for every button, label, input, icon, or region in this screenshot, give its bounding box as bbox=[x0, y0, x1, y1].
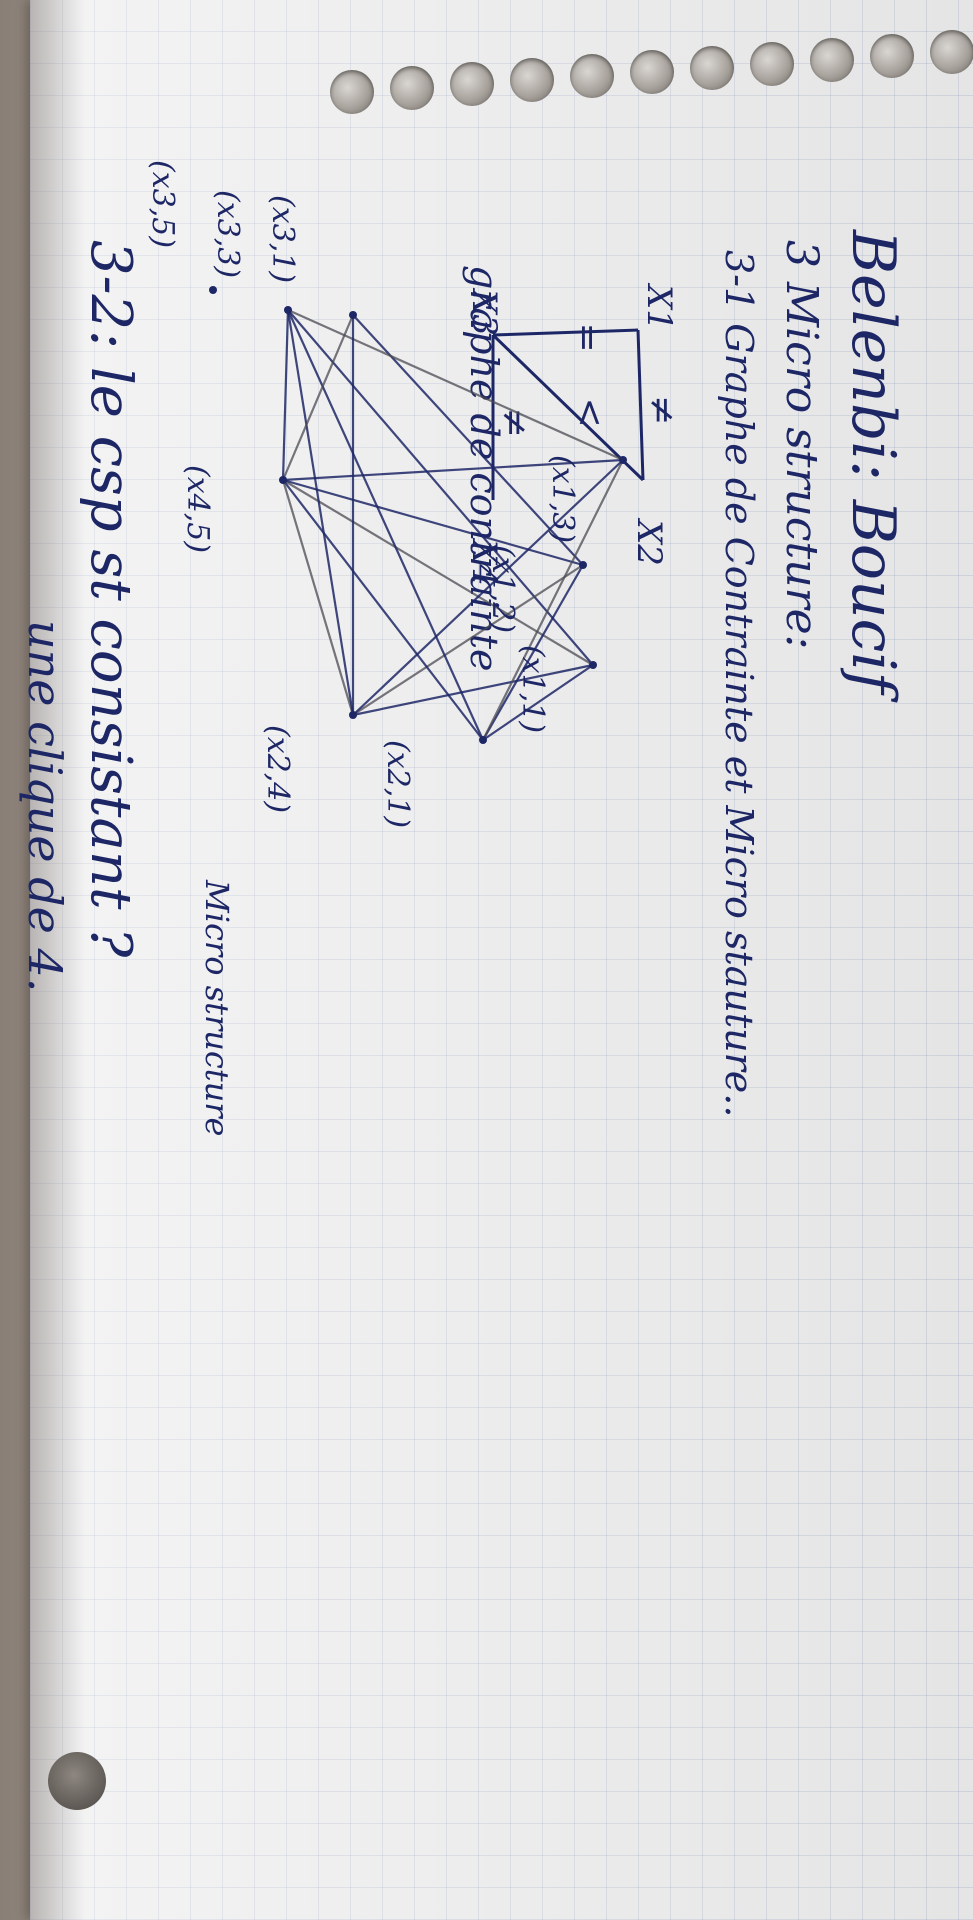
micro-edge-x13-x24 bbox=[352, 459, 624, 716]
micro-node-label-x31: (x3,1) bbox=[265, 195, 300, 283]
constraint-node-x1: X1 bbox=[639, 282, 679, 331]
micro-edge-x21-x45 bbox=[282, 479, 484, 741]
micro-edge-x24-x33 bbox=[286, 309, 355, 716]
binding-hole bbox=[690, 46, 734, 90]
constraint-edge-x2-x3 bbox=[491, 333, 645, 482]
micro-node-dot-x33 bbox=[284, 306, 292, 314]
constraint-edge-x1-x2 bbox=[636, 329, 645, 481]
page-margin-shadow bbox=[30, 0, 85, 1920]
constraint-node-x3: X3 bbox=[464, 287, 504, 336]
micro-edge-x13-x33 bbox=[287, 308, 624, 462]
micro-node-dot-x35 bbox=[209, 286, 217, 294]
binding-hole bbox=[510, 58, 554, 102]
micro-edge-x12-x21 bbox=[482, 564, 584, 741]
micro-node-label-x24: (x2,4) bbox=[260, 725, 295, 813]
binding-hole bbox=[930, 30, 973, 74]
micro-edge-x11-x45 bbox=[282, 479, 594, 666]
constraint-relation-label: < bbox=[569, 398, 610, 428]
binding-hole bbox=[390, 66, 434, 110]
constraint-relation-label: ≠ bbox=[642, 395, 683, 425]
micro-edge-x11-x21 bbox=[482, 664, 594, 741]
micro-edge-x13-x21 bbox=[482, 459, 624, 741]
binding-hole bbox=[750, 42, 794, 86]
micro-edge-x11-x24 bbox=[352, 663, 594, 717]
micro-node-dot-x13 bbox=[619, 456, 627, 464]
micro-edge-x21-x33 bbox=[286, 309, 485, 741]
micro-edge-x13-x45 bbox=[282, 458, 624, 482]
constraint-edge-x1-x3 bbox=[492, 328, 639, 337]
micro-edge-x12-x45 bbox=[282, 478, 584, 567]
micro-edge-x33-x45 bbox=[281, 309, 290, 481]
binding-hole bbox=[870, 34, 914, 78]
micro-node-dot-x21 bbox=[479, 736, 487, 744]
binding-hole bbox=[330, 70, 374, 114]
micro-node-dot-x24 bbox=[349, 711, 357, 719]
micro-node-label-x33: (x3,3) bbox=[210, 190, 245, 278]
micro-node-label-x13: (x1,3) bbox=[545, 455, 580, 543]
micro-edge-x12-x24 bbox=[352, 564, 584, 716]
micro-node-label-x21: (x2,1) bbox=[380, 740, 415, 828]
micro-edge-x11-x33 bbox=[287, 309, 594, 666]
micro-edge-x24-x45 bbox=[281, 479, 355, 716]
constraint-relation-label: = bbox=[567, 323, 608, 353]
binding-hole bbox=[630, 50, 674, 94]
binding-hole bbox=[810, 38, 854, 82]
micro-node-label-x11: (x1,1) bbox=[515, 645, 550, 733]
micro-node-dot-x12 bbox=[579, 561, 587, 569]
binding-hole bbox=[570, 54, 614, 98]
micro-node-label-x12: (x1,2) bbox=[485, 545, 520, 633]
micro-node-label-x35: (x3,5) bbox=[145, 160, 180, 248]
notebook-page bbox=[30, 0, 973, 1920]
micro-edge-x31-x45 bbox=[281, 314, 355, 481]
micro-node-label-x45: (x4,5) bbox=[180, 465, 215, 553]
micro-node-dot-x31 bbox=[349, 311, 357, 319]
spiral-binding-holes bbox=[330, 0, 973, 130]
micro-node-dot-x45 bbox=[279, 476, 287, 484]
constraint-node-x2: X2 bbox=[629, 517, 669, 566]
binding-hole bbox=[450, 62, 494, 106]
micro-node-dot-x11 bbox=[589, 661, 597, 669]
punch-hole bbox=[48, 1752, 106, 1810]
